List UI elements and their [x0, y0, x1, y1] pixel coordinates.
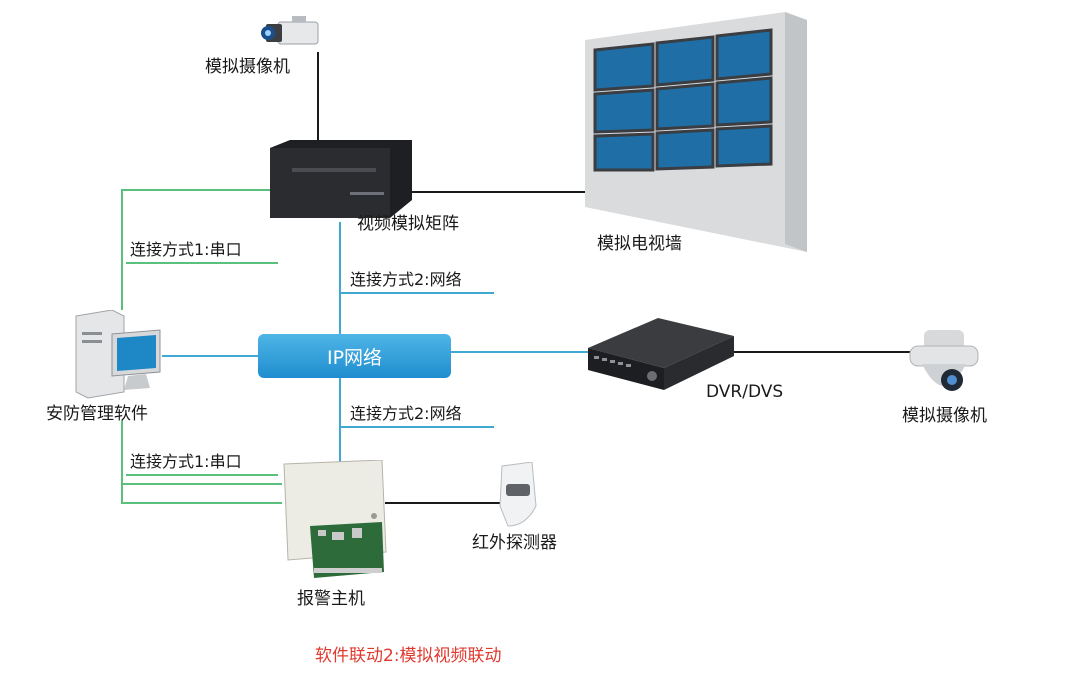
conn-network-top-underline [340, 292, 494, 294]
video-matrix-label: 视频模拟矩阵 [357, 214, 459, 234]
conn-network-bottom-underline [340, 426, 494, 428]
conn-serial-bottom-label: 连接方式1:串口 [130, 452, 242, 471]
box-camera-icon [261, 16, 319, 45]
conn-serial-bottom-underline [126, 474, 278, 476]
pc-to-alarm-serial-line [121, 420, 282, 504]
alarm-panel-icon [283, 460, 387, 578]
dvr-device-icon [588, 318, 734, 390]
conn-network-top-label: 连接方式2:网络 [350, 270, 462, 289]
linkage-caption: 软件联动2:模拟视频联动 [315, 646, 502, 666]
computer-icon [75, 310, 161, 399]
dvr-dvs-label: DVR/DVS [706, 382, 784, 402]
security-software-label: 安防管理软件 [46, 404, 148, 424]
video-matrix-device-icon [270, 140, 412, 218]
alarm-host-label: 报警主机 [297, 589, 365, 609]
conn-serial-top-label: 连接方式1:串口 [130, 240, 242, 259]
conn-network-bottom-label: 连接方式2:网络 [350, 404, 462, 423]
analog-camera-top-label: 模拟摄像机 [205, 57, 290, 77]
ip-network-box: IP网络 [258, 334, 451, 378]
ir-detector-label: 红外探测器 [472, 533, 557, 553]
dome-camera-icon [909, 330, 979, 391]
tv-wall-icon [585, 12, 807, 252]
pc-to-matrix-serial-line [121, 189, 282, 310]
conn-serial-top-underline [126, 262, 278, 264]
tv-wall-label: 模拟电视墙 [597, 234, 682, 254]
ir-detector-icon [499, 462, 537, 527]
ip-network-label: IP网络 [326, 346, 383, 369]
analog-camera-right-label: 模拟摄像机 [902, 406, 987, 426]
